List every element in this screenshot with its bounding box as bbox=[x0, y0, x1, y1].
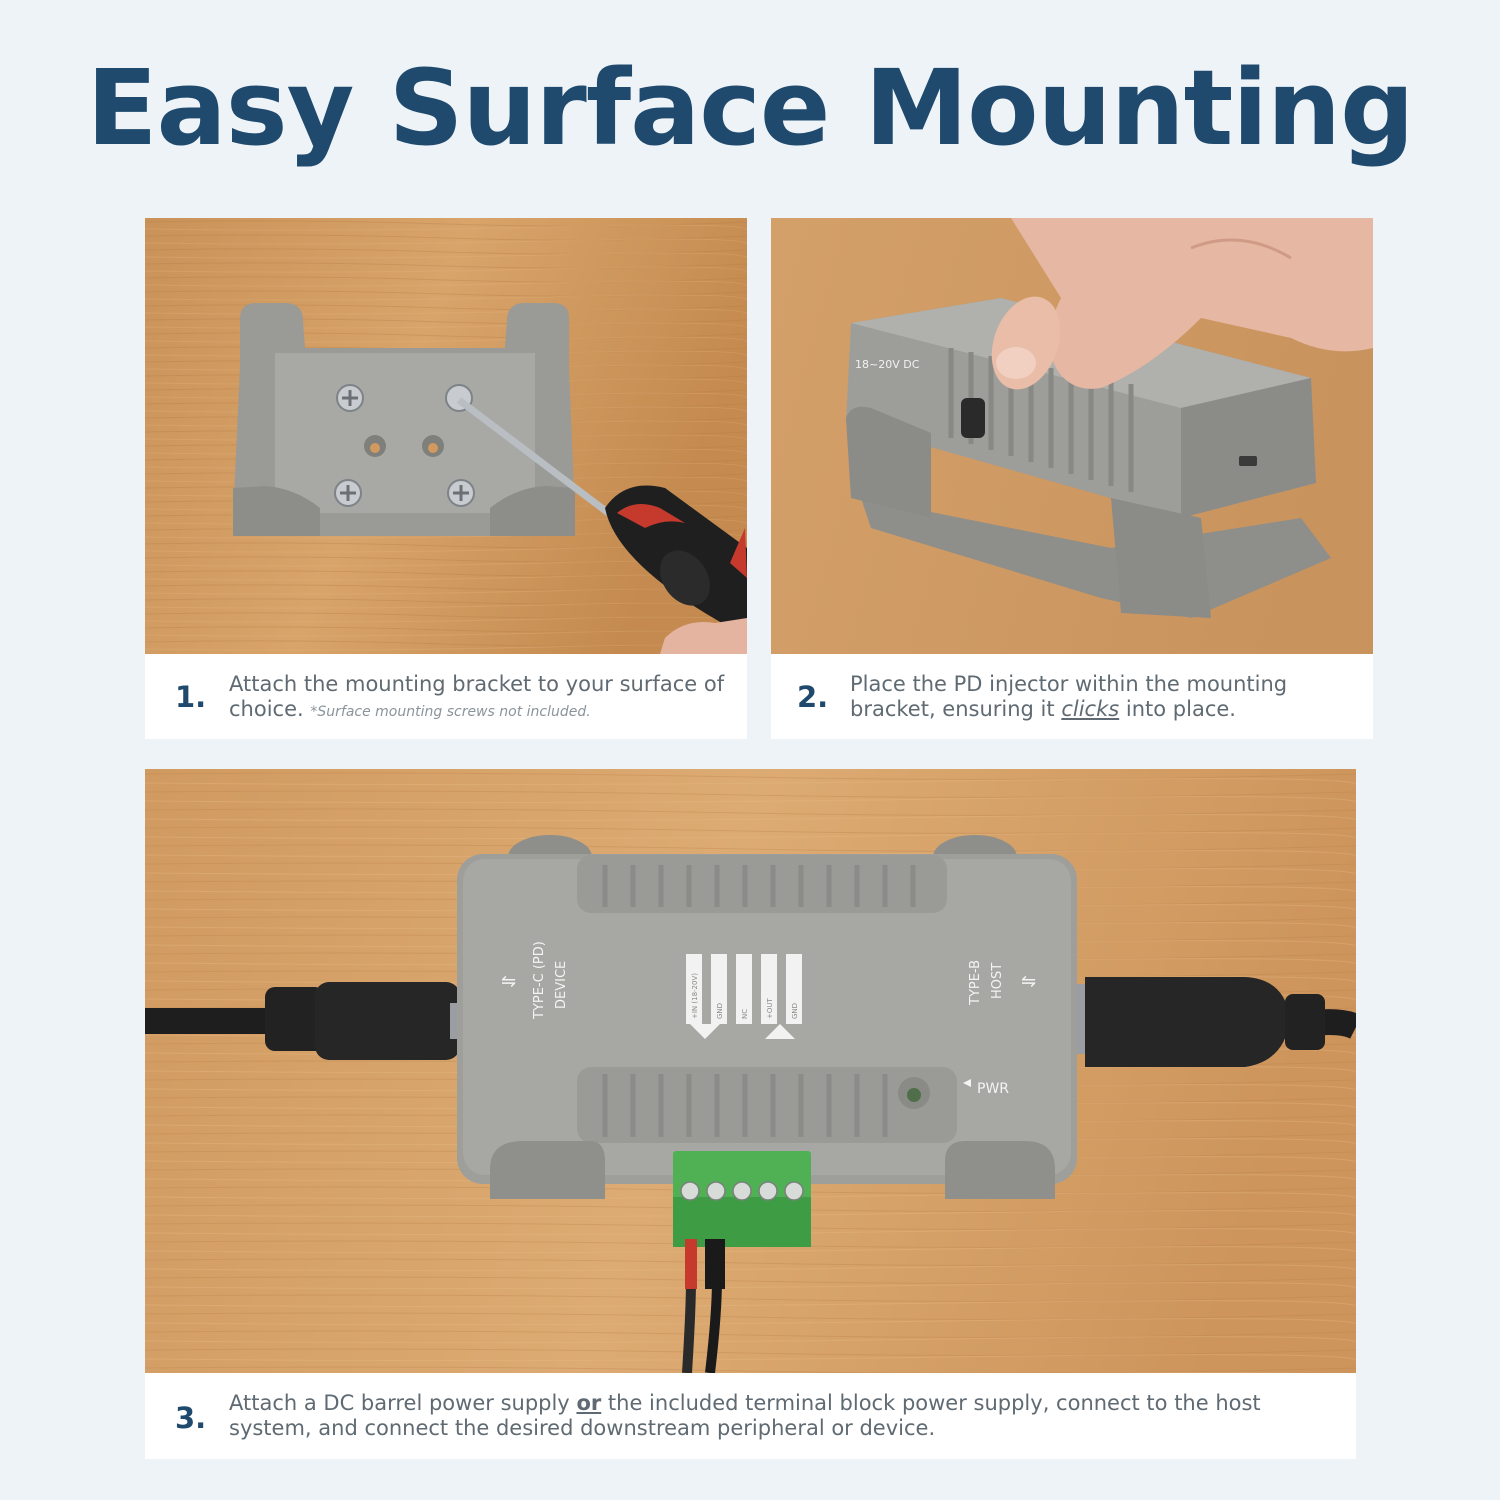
right-port-sublabel: HOST bbox=[990, 963, 1005, 999]
step-3-number: 3. bbox=[175, 1401, 207, 1435]
terminal-label-nc: NC bbox=[741, 1009, 749, 1019]
step-1-card: 1. Attach the mounting bracket to your s… bbox=[145, 218, 747, 739]
hand-illustration bbox=[991, 218, 1373, 390]
right-port-label: TYPE-B bbox=[968, 960, 983, 1006]
step-1-caption: 1. Attach the mounting bracket to your s… bbox=[145, 654, 747, 739]
step-3-text: Attach a DC barrel power supply or the i… bbox=[229, 1391, 1339, 1441]
page-title: Easy Surface Mounting bbox=[86, 47, 1414, 169]
step-3-photo: PWR +IN (18-20V) GND NC +OUT bbox=[145, 769, 1356, 1373]
step-1-text: Attach the mounting bracket to your surf… bbox=[229, 672, 735, 725]
step-1-photo bbox=[145, 218, 747, 654]
left-port-label: TYPE-C (PD) bbox=[532, 941, 547, 1020]
terminal-label-in: +IN (18-20V) bbox=[691, 973, 699, 1019]
step-1-note: *Surface mounting screws not included. bbox=[310, 704, 591, 720]
left-port-sublabel: DEVICE bbox=[554, 961, 569, 1009]
terminal-label-gnd-2: GND bbox=[791, 1003, 799, 1019]
terminal-label-out: +OUT bbox=[766, 998, 774, 1019]
step-2-card: 18~20V DC 2. Place the PD injector withi… bbox=[771, 218, 1373, 739]
step-3-caption: 3. Attach a DC barrel power supply or th… bbox=[145, 1373, 1356, 1459]
mounting-bracket-illustration bbox=[233, 303, 575, 536]
step-3-emphasis: or bbox=[576, 1391, 602, 1415]
step-2-text: Place the PD injector within the mountin… bbox=[850, 672, 1350, 722]
usb-icon-left: ⇋ bbox=[501, 971, 516, 992]
step-3-text-before: Attach a DC barrel power supply bbox=[229, 1391, 570, 1415]
step-2-emphasis: clicks bbox=[1061, 697, 1120, 721]
step-3-text-after: the included terminal block power supply… bbox=[229, 1391, 1261, 1440]
step-2-text-after: into place. bbox=[1125, 697, 1236, 721]
step-2-photo: 18~20V DC bbox=[771, 218, 1373, 654]
dc-input-label: 18~20V DC bbox=[855, 358, 920, 371]
step-2-text-before: Place the PD injector within the mountin… bbox=[850, 672, 1288, 721]
usb-icon-right: ⇋ bbox=[1021, 971, 1036, 992]
terminal-block-illustration bbox=[673, 1151, 811, 1247]
screwdriver-illustration bbox=[456, 397, 747, 638]
step-3-card: PWR +IN (18-20V) GND NC +OUT bbox=[145, 769, 1356, 1459]
pwr-led-label: PWR bbox=[977, 1081, 1009, 1097]
step-1-main-text: Attach the mounting bracket to your surf… bbox=[229, 672, 725, 721]
step-2-caption: 2. Place the PD injector within the moun… bbox=[771, 654, 1373, 739]
injector-device-illustration: PWR +IN (18-20V) GND NC +OUT bbox=[457, 854, 1077, 1199]
terminal-label-gnd-1: GND bbox=[716, 1003, 724, 1019]
step-2-number: 2. bbox=[797, 680, 829, 714]
step-1-number: 1. bbox=[175, 680, 207, 714]
